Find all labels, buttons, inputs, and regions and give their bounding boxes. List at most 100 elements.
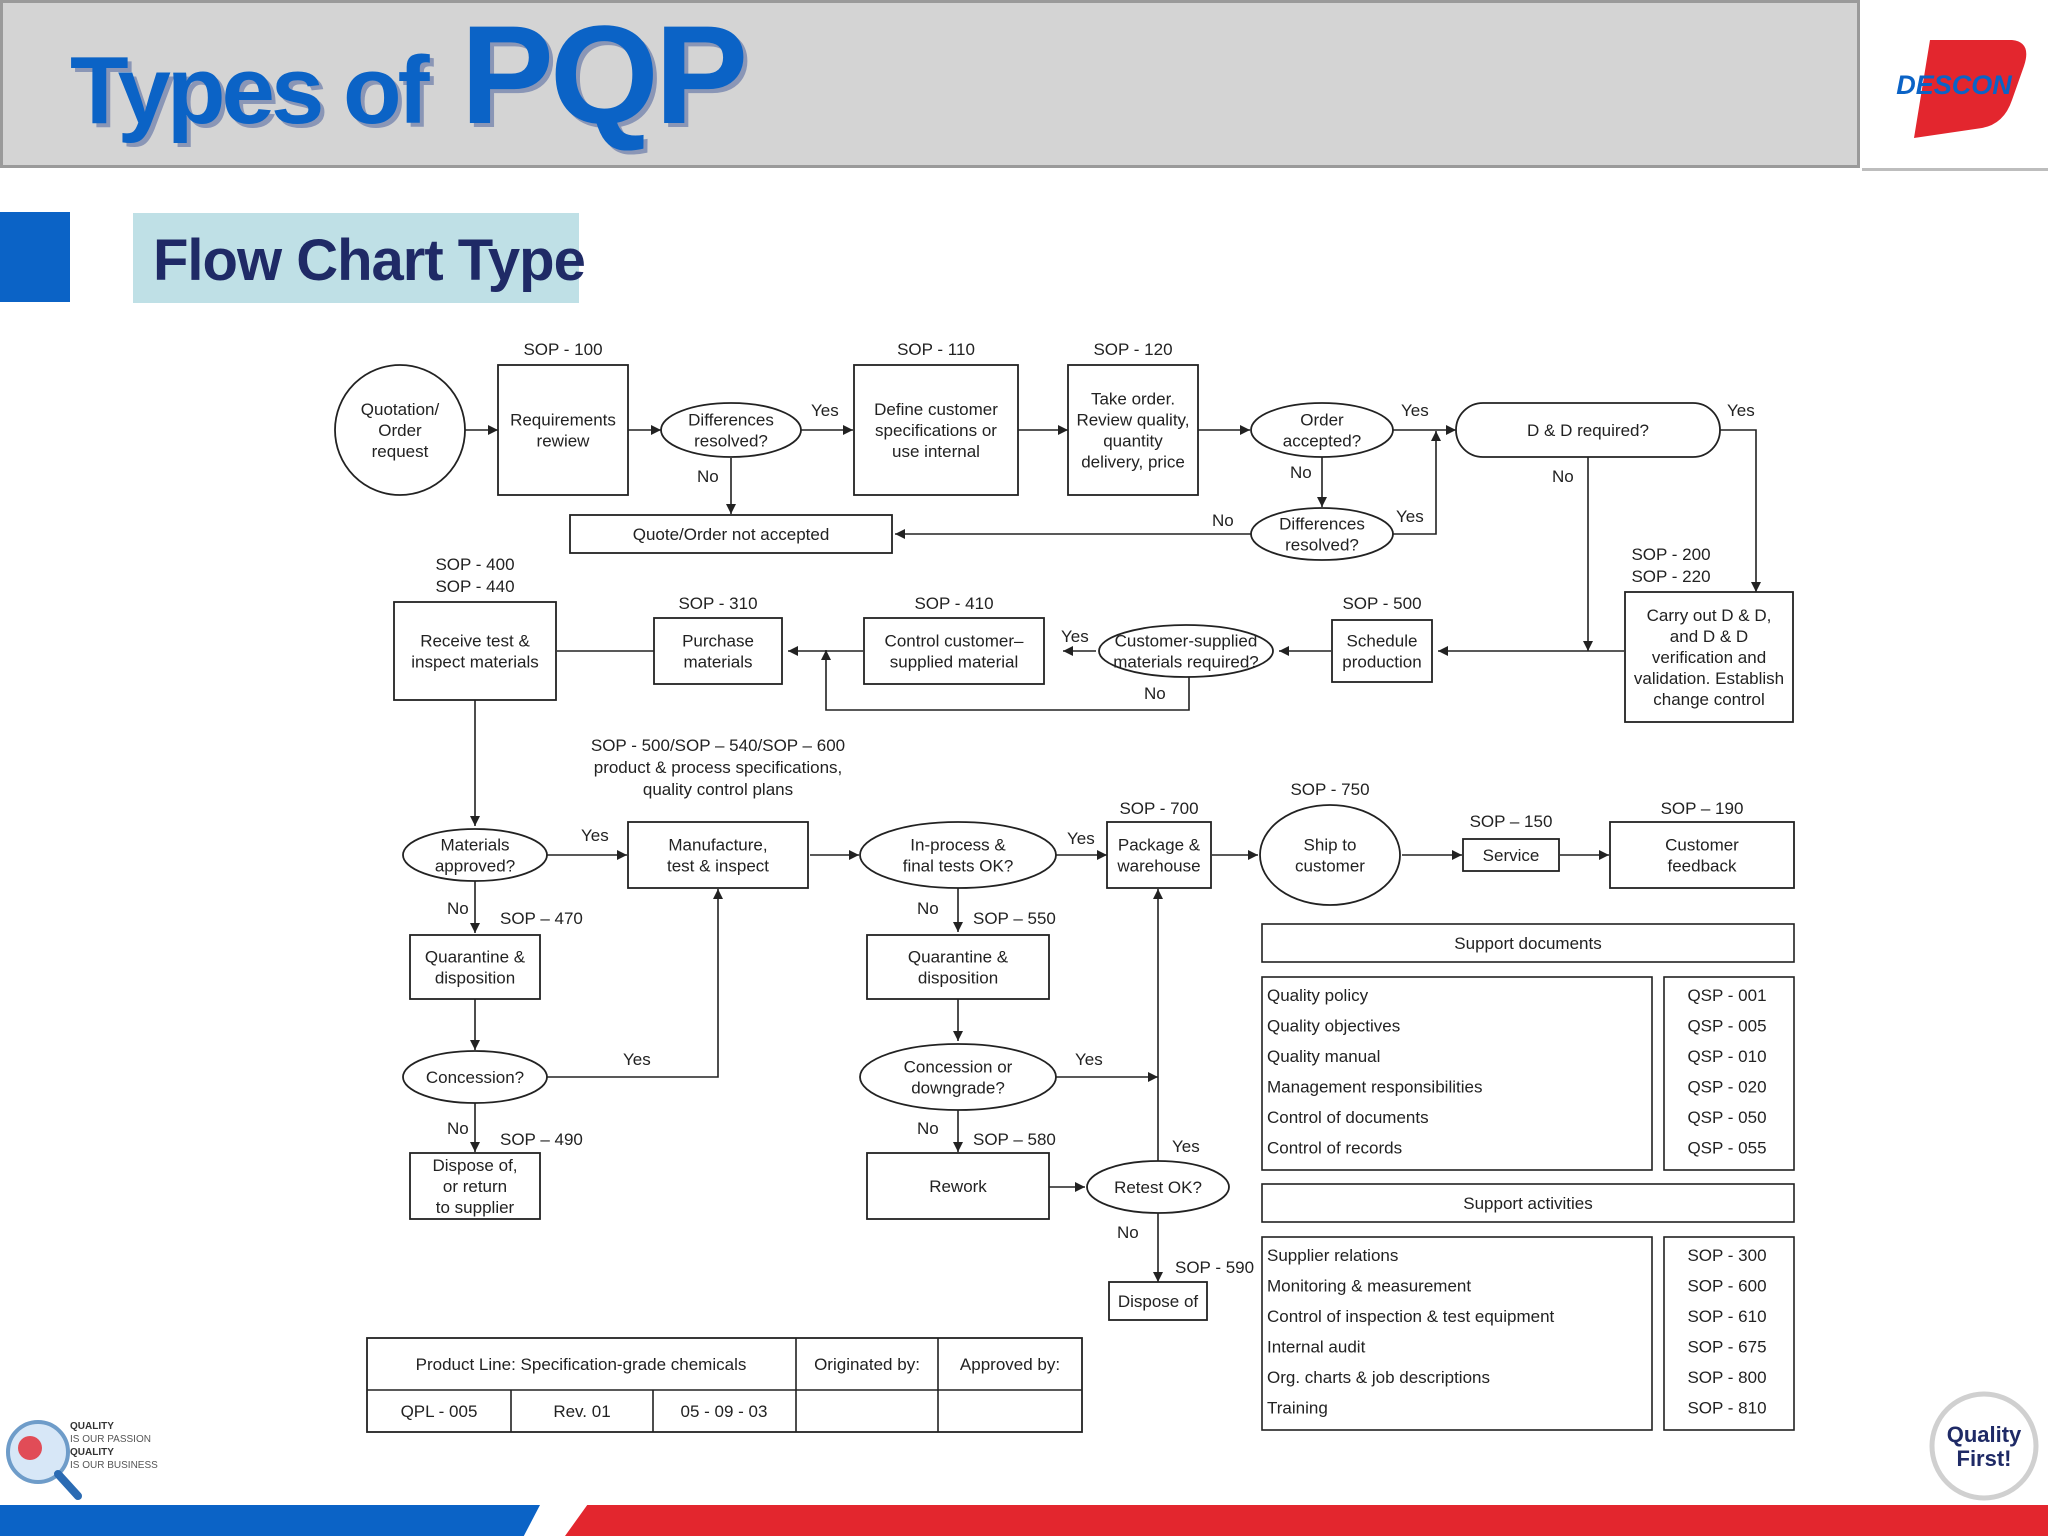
node-receive: Receive test &inspect materials: [393, 601, 557, 701]
yes-label: Yes: [581, 826, 609, 845]
node-label: Differences: [688, 411, 774, 430]
connectors: [465, 425, 1761, 1282]
node-label: rewiew: [537, 432, 591, 451]
node-label: customer: [1295, 857, 1365, 876]
support-item: Quality policy: [1267, 986, 1369, 1005]
support-code: QSP - 050: [1687, 1108, 1766, 1127]
sop-label: SOP – 490: [500, 1130, 583, 1149]
support-documents-list: [1261, 976, 1653, 1171]
support-code: QSP - 005: [1687, 1017, 1766, 1036]
support-activities-list: [1261, 1236, 1653, 1431]
support-item: Control of documents: [1267, 1108, 1429, 1127]
spec-note: quality control plans: [643, 780, 793, 799]
node-feedback: Customer feedback: [1609, 821, 1795, 889]
footer-stripe-red: [565, 1505, 2048, 1536]
node-label: Quarantine &: [908, 948, 1009, 967]
qa-text-line: IS OUR BUSINESS: [70, 1460, 158, 1471]
node-label: validation. Establish: [1634, 669, 1784, 688]
title-word-pqp: PQP: [460, 0, 749, 153]
quality-first-text: Quality: [1947, 1422, 2022, 1447]
node-control: Control customer–supplied material: [863, 617, 1045, 685]
node-label: Purchase: [682, 632, 754, 651]
node-label: disposition: [435, 969, 515, 988]
no-label: No: [1290, 463, 1312, 482]
node-shape: [1250, 507, 1394, 561]
support-activities-header: [1261, 1183, 1795, 1223]
no-label: No: [1552, 467, 1574, 486]
node-shape: [1455, 402, 1721, 458]
approved-by-label: Approved by:: [960, 1355, 1060, 1374]
node-package: Package &warehouse: [1106, 821, 1212, 889]
descon-logo-mark: [1914, 40, 2027, 138]
node-label: resolved?: [1285, 536, 1359, 555]
plan-id: QPL - 005: [401, 1402, 478, 1421]
node-notaccepted: Quote/Order not accepted: [569, 514, 893, 554]
node-label: Schedule: [1347, 632, 1418, 651]
node-shape: [334, 364, 466, 496]
support-item: Management responsibilities: [1267, 1078, 1482, 1097]
node-dd: D & D required?: [1455, 402, 1721, 458]
node-label: request: [372, 442, 429, 461]
node-shape: [866, 934, 1050, 1000]
node-shape: [497, 364, 629, 496]
node-label: Customer: [1665, 836, 1739, 855]
support-item: Monitoring & measurement: [1267, 1277, 1471, 1296]
originated-by-label: Originated by:: [814, 1355, 920, 1374]
node-label: change control: [1653, 690, 1765, 709]
node-label: production: [1342, 653, 1421, 672]
node-label: Order: [1300, 411, 1344, 430]
node-label: inspect materials: [411, 653, 539, 672]
node-label: Quotation/: [361, 400, 440, 419]
support-code: SOP - 800: [1687, 1368, 1766, 1387]
node-take: Take order.Review quality,quantitydelive…: [1067, 364, 1199, 496]
node-shape: [1108, 1281, 1208, 1321]
yes-label: Yes: [623, 1050, 651, 1069]
node-label: Dispose of,: [432, 1156, 517, 1175]
node-label: Control customer–: [885, 632, 1024, 651]
node-label: Concession?: [426, 1068, 524, 1087]
node-label: and D & D: [1670, 627, 1748, 646]
subtitle: Flow Chart Type: [153, 228, 586, 293]
node-label: Service: [1483, 846, 1540, 865]
support-code: QSP - 010: [1687, 1047, 1766, 1066]
quality-passion-logo: QUALITY IS OUR PASSION QUALITY IS OUR BU…: [70, 1420, 158, 1472]
node-shape: [409, 1152, 541, 1220]
node-label: Customer-supplied: [1115, 632, 1258, 651]
node-label: Quote/Order not accepted: [633, 525, 830, 544]
support-item: Training: [1267, 1399, 1328, 1418]
node-label: feedback: [1668, 857, 1737, 876]
node-label: materials: [684, 653, 753, 672]
sop-labels: SOP - 100 SOP - 110 SOP - 120 SOP - 200 …: [435, 340, 1743, 1277]
node-retest: Retest OK?: [1086, 1160, 1230, 1214]
node-label: Differences: [1279, 515, 1365, 534]
node-shape: [1259, 804, 1401, 906]
quality-first-text: First!: [1957, 1446, 2012, 1471]
sop-label: SOP - 700: [1119, 799, 1198, 818]
node-label: Dispose of: [1118, 1292, 1199, 1311]
node-label: Take order.: [1091, 390, 1175, 409]
node-label: In-process &: [910, 836, 1006, 855]
node-shape: [660, 402, 802, 458]
support-code: SOP - 675: [1687, 1338, 1766, 1357]
sop-label: SOP - 220: [1631, 567, 1710, 586]
node-label: Concession or: [904, 1058, 1013, 1077]
branch-labels: Yes No Yes No Yes No No Yes Yes No Yes N…: [447, 401, 1755, 1242]
node-manufacture: Manufacture,test & inspect: [627, 821, 809, 889]
revision: Rev. 01: [553, 1402, 610, 1421]
support-code: QSP - 055: [1687, 1139, 1766, 1158]
node-label: or return: [443, 1177, 507, 1196]
support-documents-title: Support documents: [1454, 934, 1601, 953]
node-label: verification and: [1652, 648, 1766, 667]
node-shape: [1624, 591, 1794, 723]
support-code: QSP - 001: [1687, 986, 1766, 1005]
